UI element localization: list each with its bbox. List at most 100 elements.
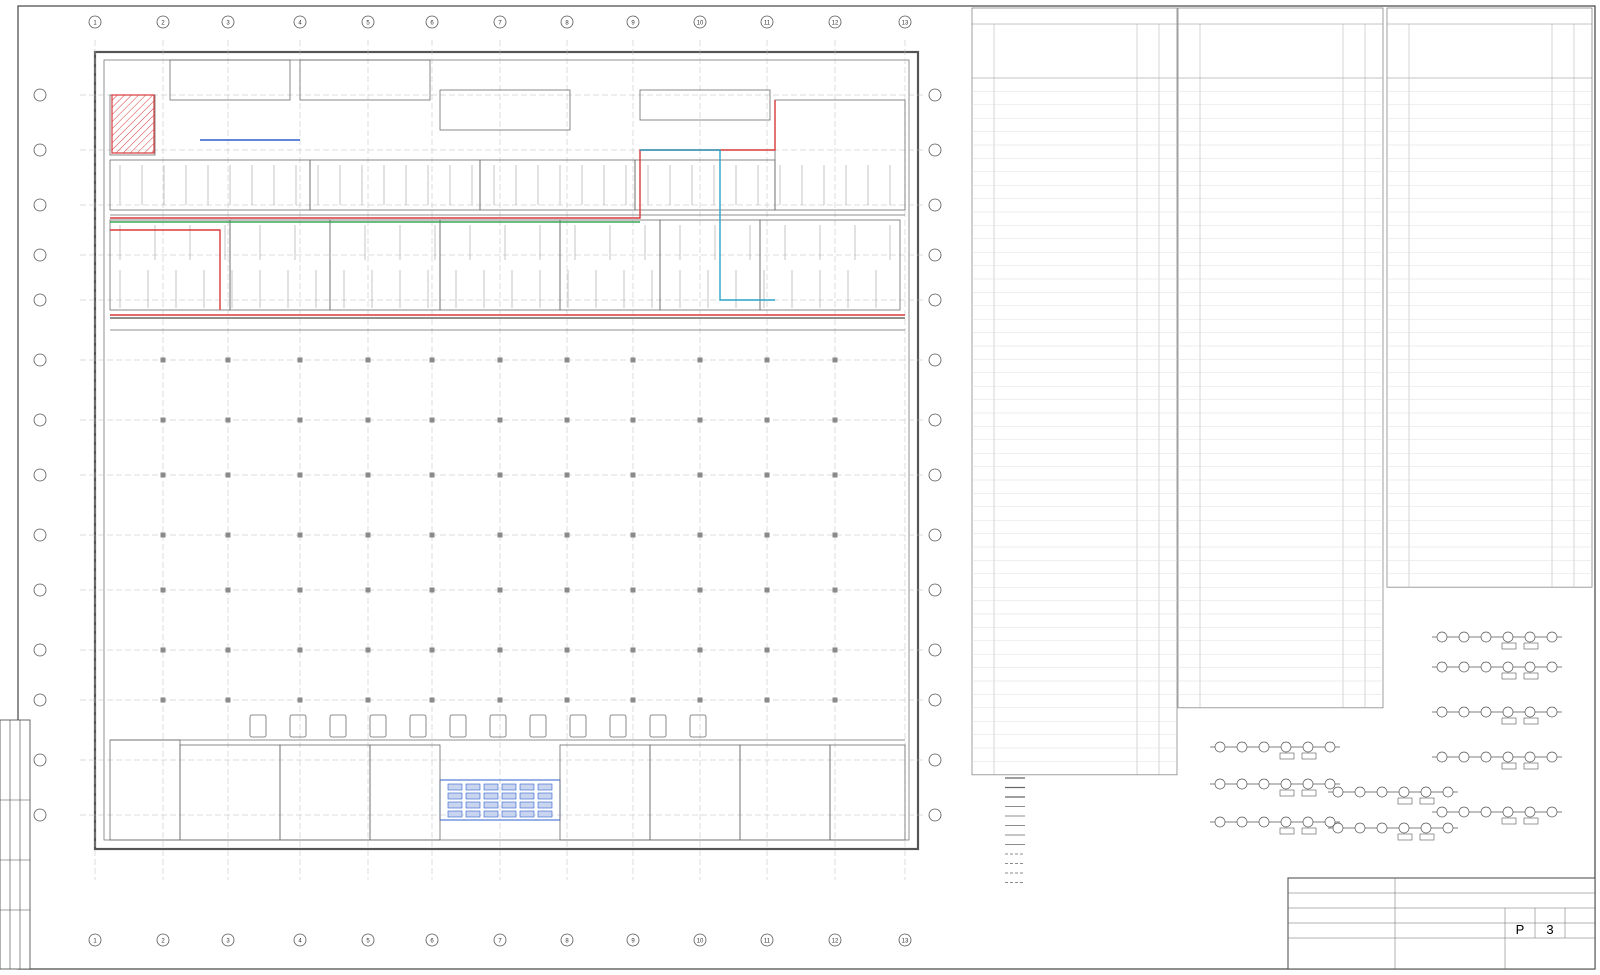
axis-label: 11	[764, 939, 771, 945]
column	[832, 587, 838, 593]
equipment-cell	[447, 792, 463, 800]
explication-table	[1386, 7, 1593, 588]
checkout-counter	[489, 714, 507, 738]
checkout-counter	[369, 714, 387, 738]
column	[697, 357, 703, 363]
column	[365, 357, 371, 363]
column	[160, 697, 166, 703]
equipment-cell	[483, 783, 499, 791]
axis-bubble-side	[928, 753, 942, 767]
axis-label: 6	[430, 939, 434, 945]
scheme-block	[1210, 778, 1340, 797]
axis-bubble-bottom	[425, 933, 439, 947]
scheme-block	[1328, 822, 1458, 841]
axis-bubble-top	[560, 15, 574, 29]
column	[764, 472, 770, 478]
axis-bubble-side	[33, 528, 47, 542]
column	[297, 647, 303, 653]
column	[225, 587, 231, 593]
axis-label: 7	[498, 21, 502, 27]
column	[630, 647, 636, 653]
axis-bubble-side	[33, 643, 47, 657]
column	[497, 357, 503, 363]
axis-bubble-side	[33, 808, 47, 822]
axis-label: 6	[430, 21, 434, 27]
cable-routes	[110, 100, 905, 821]
axis-bubble-bottom	[760, 933, 774, 947]
axis-bubble-side	[928, 198, 942, 212]
column	[497, 697, 503, 703]
column	[365, 472, 371, 478]
axis-bubble-bottom	[293, 933, 307, 947]
checkout-counter	[529, 714, 547, 738]
axis-bubble-side	[33, 468, 47, 482]
equipment-cell	[501, 792, 517, 800]
axis-bubble-bottom	[493, 933, 507, 947]
column	[497, 472, 503, 478]
equipment-cell	[447, 801, 463, 809]
equipment-cell	[447, 810, 463, 818]
axis-label: 10	[697, 21, 704, 27]
scheme-block	[1432, 631, 1562, 650]
equipment-cell	[519, 801, 535, 809]
scheme-block	[1432, 706, 1562, 725]
column	[564, 647, 570, 653]
scheme-block	[1328, 786, 1458, 805]
checkout-counter	[609, 714, 627, 738]
axis-label: 1	[93, 21, 97, 27]
equipment-cell	[537, 783, 553, 791]
axis-label: 5	[366, 21, 370, 27]
column	[365, 417, 371, 423]
axis-bubble-top	[828, 15, 842, 29]
column	[160, 357, 166, 363]
column	[832, 472, 838, 478]
axis-bubble-bottom	[156, 933, 170, 947]
axis-label: 12	[832, 21, 839, 27]
title-sheet-number: 3	[1546, 922, 1553, 937]
axis-bubble-top	[898, 15, 912, 29]
axis-label: 3	[226, 939, 230, 945]
axis-label: 13	[902, 21, 909, 27]
column	[697, 647, 703, 653]
axis-bubble-side	[928, 528, 942, 542]
legend	[1005, 777, 1025, 883]
column	[564, 472, 570, 478]
column	[429, 697, 435, 703]
axis-label: 13	[902, 939, 909, 945]
equipment-cell	[465, 810, 481, 818]
axis-bubble-side	[928, 143, 942, 157]
column	[225, 357, 231, 363]
checkout-counter	[409, 714, 427, 738]
axis-label: 4	[298, 21, 302, 27]
axis-label: 8	[565, 939, 569, 945]
equipment-cell	[537, 810, 553, 818]
column	[697, 532, 703, 538]
axis-bubble-top	[493, 15, 507, 29]
checkout-counter	[649, 714, 667, 738]
column	[429, 472, 435, 478]
scheme-block	[1432, 806, 1562, 825]
column	[497, 532, 503, 538]
equipment-cell	[465, 792, 481, 800]
column	[160, 587, 166, 593]
column	[160, 647, 166, 653]
axis-bubble-top	[626, 15, 640, 29]
axis-bubble-side	[33, 413, 47, 427]
axis-bubble-side	[928, 353, 942, 367]
axis-label: 4	[298, 939, 302, 945]
column	[564, 697, 570, 703]
column	[297, 697, 303, 703]
column	[630, 417, 636, 423]
wiring-schemes	[1210, 631, 1562, 841]
column	[564, 417, 570, 423]
axis-label: 8	[565, 21, 569, 27]
column	[297, 532, 303, 538]
axis-label: 9	[631, 21, 635, 27]
axis-bubble-side	[928, 583, 942, 597]
axis-bubble-side	[928, 643, 942, 657]
column	[764, 697, 770, 703]
axis-bubble-top	[760, 15, 774, 29]
column	[697, 472, 703, 478]
